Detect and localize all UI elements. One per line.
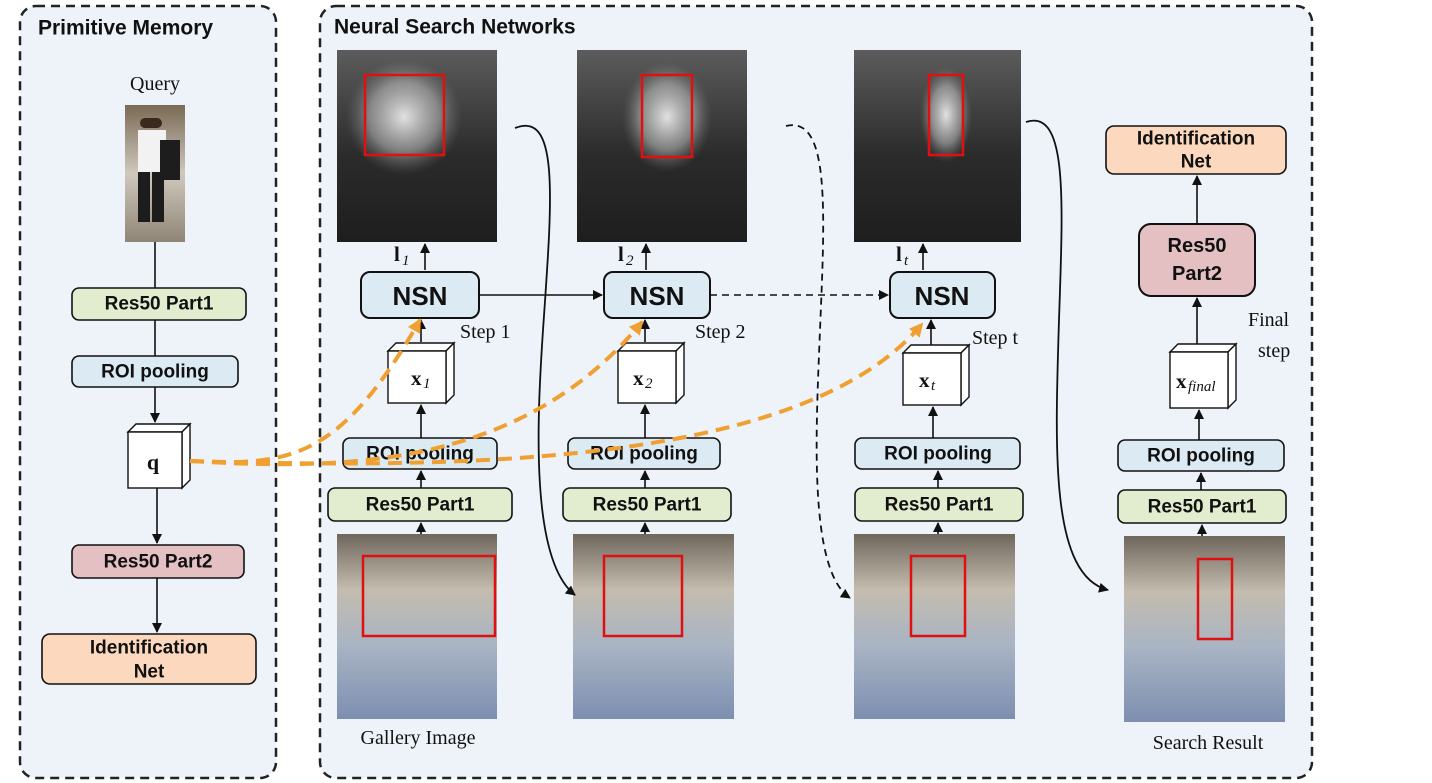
step2-location-base: l: [618, 242, 624, 266]
final-roi-pooling-box: [1117, 439, 1285, 472]
stept-feature-cube: [901, 343, 971, 407]
final-res50-part2-line2: Part2: [1172, 263, 1222, 285]
step2-feature-sub: 2: [645, 376, 653, 392]
query-attention-arrows: [189, 318, 924, 467]
final-identification-net-line1: Identification: [1137, 129, 1255, 150]
final-step-label-line1: Final: [1248, 309, 1290, 331]
final-identification-net-box: [1105, 125, 1287, 175]
step2-feature-base: x: [633, 366, 644, 390]
final-roi-pooling-label: ROI pooling: [1147, 446, 1255, 467]
final-feature-cube: [1168, 342, 1238, 410]
final-feature-sub: final: [1188, 379, 1216, 395]
final-res50-part1-box: [1117, 489, 1287, 524]
step1-gallery-image: [337, 534, 497, 719]
step1-res50-part1-label: Res50 Part1: [366, 495, 475, 516]
final-feature-base: x: [1176, 369, 1187, 393]
primitive-memory-panel: [18, 4, 278, 780]
search-result-image: [1124, 536, 1285, 722]
step1-nsn-label: NSN: [393, 281, 448, 311]
final-identification-net-line2: Net: [1181, 152, 1212, 173]
step1-location-base: l: [394, 242, 400, 266]
neural-search-title: Neural Search Networks: [334, 16, 576, 39]
memory-roi-pooling-label: ROI pooling: [101, 362, 209, 383]
stept-feature-sub: t: [931, 378, 936, 394]
query-image: [125, 105, 185, 242]
neural-search-panel: [318, 4, 1314, 780]
memory-res50-part1-label: Res50 Part1: [105, 294, 214, 315]
stept-label: Step t: [972, 327, 1019, 349]
step1-feature-base: x: [411, 366, 422, 390]
memory-identification-net-box: [41, 633, 257, 685]
step2-res50-part1-label: Res50 Part1: [593, 495, 702, 516]
stept-res50-part1-box: [854, 487, 1024, 522]
final-res50-part1-label: Res50 Part1: [1148, 497, 1257, 518]
stept-nsn-label: NSN: [915, 281, 970, 311]
step2-feature-cube: [616, 341, 686, 405]
final-step-label-line2: step: [1258, 340, 1290, 362]
primitive-memory-title: Primitive Memory: [38, 17, 213, 40]
step2-location-sub: 2: [626, 253, 634, 269]
step2-nsn-label: NSN: [630, 281, 685, 311]
step1-attention-image: [337, 50, 497, 242]
step2-label: Step 2: [695, 321, 746, 343]
step1-res50-part1-box: [327, 487, 513, 522]
stept-feature-base: x: [919, 368, 930, 392]
step2-gallery-image: [573, 534, 734, 719]
memory-res50-part1-box: [71, 287, 247, 321]
final-res50-part2-line1: Res50: [1168, 235, 1227, 257]
step1-feature-sub: 1: [423, 376, 431, 392]
step1-location-sub: 1: [402, 253, 410, 269]
step2-roi-pooling-label: ROI pooling: [590, 444, 698, 465]
memory-identification-net-line1: Identification: [90, 638, 208, 659]
final-res50-part2-box: [1138, 223, 1256, 297]
stept-location-base: l: [896, 242, 902, 266]
stept-location-sub: t: [904, 253, 909, 269]
query-feature-label: q: [147, 450, 160, 475]
memory-identification-net-line2: Net: [134, 662, 165, 683]
memory-res50-part2-label: Res50 Part2: [104, 552, 213, 573]
query-feature-cube: [126, 422, 192, 490]
query-label: Query: [130, 73, 180, 95]
stept-attention-image: [854, 50, 1021, 242]
stept-res50-part1-label: Res50 Part1: [885, 495, 994, 516]
step2-res50-part1-box: [562, 487, 732, 522]
stept-nsn-box: [889, 271, 996, 319]
gallery-image-label: Gallery Image: [361, 727, 476, 749]
step1-roi-pooling-label: ROI pooling: [366, 444, 474, 465]
stept-roi-pooling-box: [854, 437, 1021, 470]
step1-label: Step 1: [460, 321, 511, 343]
memory-res50-part2-box: [71, 544, 245, 579]
step2-attention-image: [577, 50, 747, 242]
search-result-label: Search Result: [1153, 732, 1264, 754]
stept-gallery-image: [854, 534, 1015, 719]
stept-roi-pooling-label: ROI pooling: [884, 444, 992, 465]
